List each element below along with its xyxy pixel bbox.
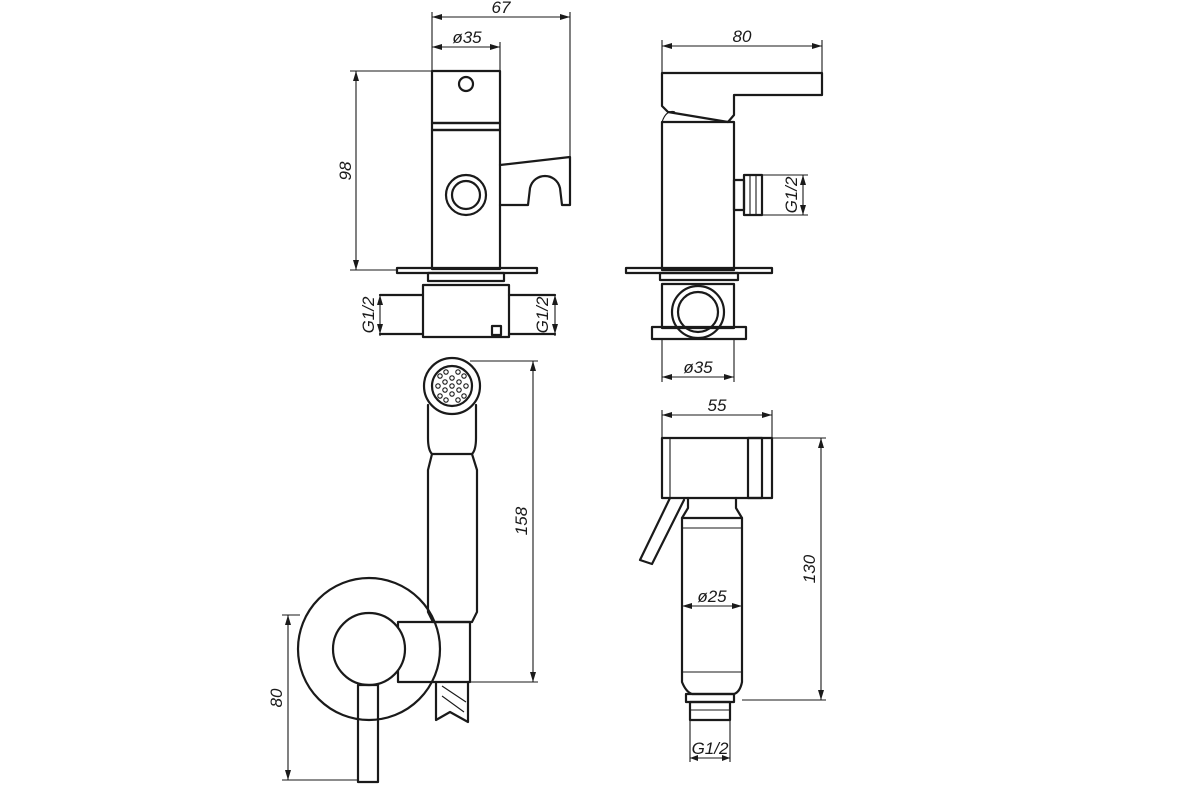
dim-shower-thread: G1/2 (692, 739, 729, 758)
dim-install-shower-length: 158 (512, 506, 531, 535)
dim-front-height: 98 (336, 161, 355, 180)
dim-side-outlet-thread: G1/2 (782, 176, 801, 213)
dim-install-depth: 80 (267, 688, 286, 707)
dim-shower-width: 55 (708, 396, 727, 415)
front-view-mixer: 67 ø35 98 G1/2 G1/2 (336, 0, 572, 339)
spray-nozzles (435, 369, 469, 403)
dim-side-base-diameter: ø35 (683, 358, 713, 377)
dim-shower-length: 130 (800, 554, 819, 583)
dim-front-width: 67 (492, 0, 511, 17)
dim-front-inlet-left: G1/2 (359, 296, 378, 333)
hand-shower-side-view: 55 130 ø25 G1/2 (638, 396, 826, 762)
dim-side-width: 80 (733, 27, 752, 46)
side-view-mixer: 80 G1/2 ø35 (624, 27, 824, 382)
installed-view: 158 80 (267, 356, 538, 784)
dim-front-diameter: ø35 (452, 28, 482, 47)
dim-front-inlet-right: G1/2 (533, 296, 552, 333)
dim-shower-diameter: ø25 (697, 587, 727, 606)
